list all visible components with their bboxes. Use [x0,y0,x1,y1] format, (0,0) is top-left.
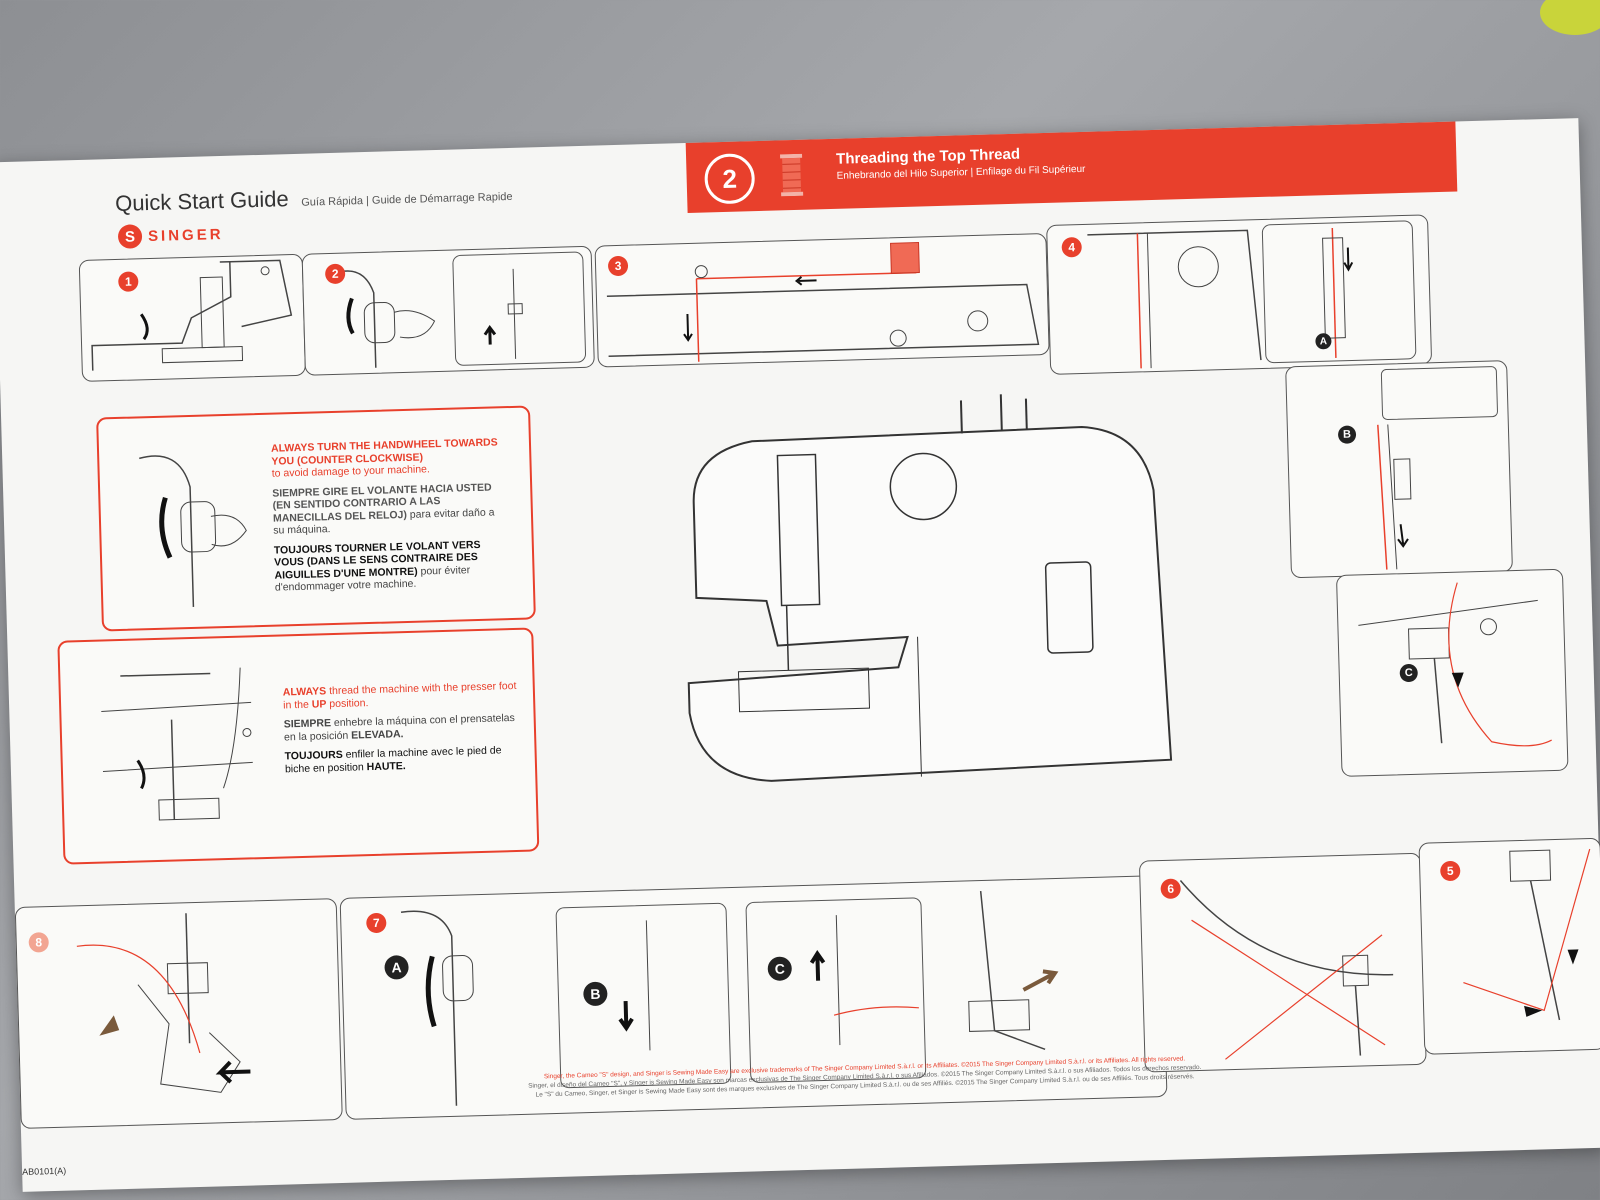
sewing-machine-illustration [687,394,1173,782]
thread-guide-b-illustration [1377,366,1498,570]
singer-logo: S SINGER [117,222,224,249]
presser-foot-warning-box: ALWAYS thread the machine with the press… [57,627,540,865]
presser-es-b2: ELEVADA. [351,727,404,742]
step-5-panel: 5 [1418,837,1600,1055]
step-7-panel: 7 A B C [339,875,1168,1120]
presser-foot-warning-text: ALWAYS thread the machine with the press… [283,680,521,783]
presser-foot-illustration [91,259,293,371]
presser-en-t2: position. [329,696,369,710]
singer-badge-icon: S [117,224,143,249]
thread-guide-step6-illustration [1179,879,1394,1060]
section-banner: 2 Threading the Top Thread Enhebrando de… [685,121,1458,213]
thread-under-foot-illustration [76,913,251,1093]
guide-subtitle: Guía Rápida | Guide de Démarrage Rapide [301,190,513,209]
section-title: Threading the Top Thread [835,145,1021,168]
instruction-sheet: Quick Start Guide Guía Rápida | Guide de… [0,118,1600,1192]
handwheel-en-bold: ALWAYS TURN THE HANDWHEEL TOWARDS YOU (C… [270,436,498,468]
singer-wordmark: SINGER [147,225,224,245]
thread-spool-icon [780,153,804,197]
background-object [1540,0,1600,35]
guide-title: Quick Start Guide [114,186,290,216]
presser-foot-up-illustration [101,667,253,821]
presser-en-b2: UP [311,697,327,711]
needle-clamp-c-illustration [1358,582,1552,747]
document-code: AB0101(A) [21,1165,67,1177]
guide-title-block: Quick Start Guide Guía Rápida | Guide de… [115,180,513,217]
presser-fr-b1: TOUJOURS [284,748,343,763]
thread-guide-b-panel: B [1285,360,1513,579]
thread-guide-illustration [606,242,1040,362]
needle-bar-step5-illustration [1463,848,1591,1021]
step-2-panel: 2 [301,245,595,376]
step-8-panel: 8 [14,898,343,1129]
step-4-panel: 4 A [1046,214,1433,375]
take-up-lever-illustration [1087,220,1417,369]
handwheel-warning-text: ALWAYS TURN THE HANDWHEEL TOWARDS YOU (C… [271,436,510,601]
threading-needle-sequence-illustration [400,890,1059,1106]
presser-fr-b2: HAUTE. [366,759,406,773]
step-1-panel: 1 [78,253,307,382]
section-number: 2 [703,153,756,205]
step-3-panel: 3 [594,232,1050,368]
presser-en-b1: ALWAYS [282,685,327,699]
step-6-panel: 6 [1138,852,1427,1073]
needle-clamp-c-panel: C [1335,568,1569,777]
handwheel-and-needle-illustration [332,251,587,368]
handwheel-hand-illustration [139,455,247,607]
presser-es-b1: SIEMPRE [283,717,332,731]
handwheel-warning-box: ALWAYS TURN THE HANDWHEEL TOWARDS YOU (C… [96,405,536,632]
